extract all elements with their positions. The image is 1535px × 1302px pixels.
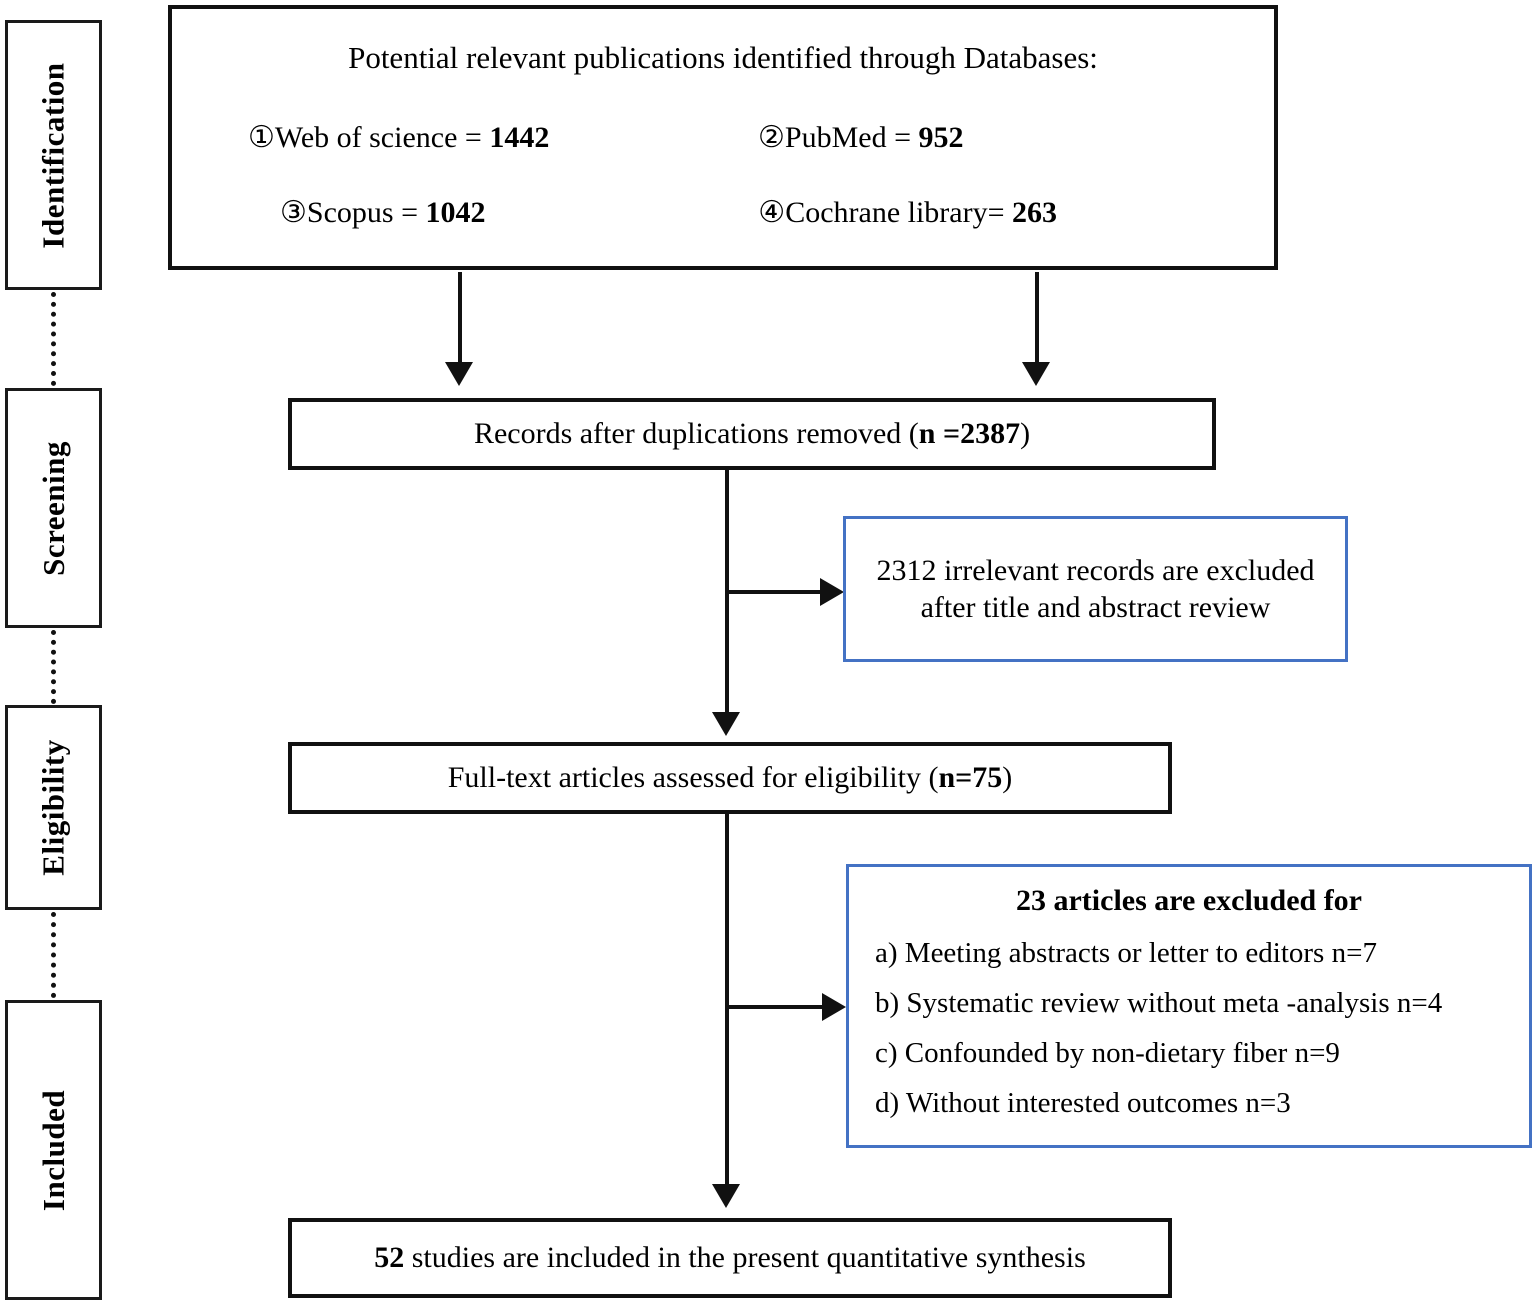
database-separator-1: = bbox=[886, 120, 919, 154]
included-studies-box: 52 studies are included in the present q… bbox=[288, 1218, 1172, 1298]
arrow-line-identification-left bbox=[458, 272, 462, 368]
database-name-cochrane-library: Cochrane library bbox=[785, 195, 988, 229]
circled-number-3-icon: ③ bbox=[280, 195, 307, 229]
database-row: ③Scopus = 1042 ④Cochrane library= 263 bbox=[206, 195, 1240, 230]
stage-box-included: Included bbox=[5, 1000, 102, 1300]
stage-connector-identification-screening bbox=[51, 292, 56, 386]
database-name-pubmed: PubMed bbox=[784, 120, 887, 154]
eligibility-excluded-header: 23 articles are excluded for bbox=[1015, 883, 1362, 917]
eligibility-excluded-reason-c: c) Confounded by non-dietary fiber n=9 bbox=[875, 1037, 1340, 1069]
database-separator-0: = bbox=[457, 120, 490, 154]
screening-excluded-records-box: 2312 irrelevant records are excluded aft… bbox=[843, 516, 1348, 662]
stage-box-identification: Identification bbox=[5, 20, 102, 290]
arrow-line-screening-excluded bbox=[727, 590, 827, 594]
included-studies-count: 52 bbox=[374, 1241, 405, 1275]
stage-label-screening: Screening bbox=[36, 440, 71, 576]
database-separator-3: = bbox=[987, 195, 1013, 229]
full-text-articles-box: Full-text articles assessed for eligibil… bbox=[288, 742, 1172, 814]
arrow-head-eligibility-trunk bbox=[712, 1184, 740, 1208]
database-count-scopus: 1042 bbox=[425, 195, 486, 229]
stage-label-eligibility: Eligibility bbox=[36, 739, 72, 876]
screening-excluded-line-1: 2312 irrelevant records are excluded bbox=[876, 553, 1315, 587]
database-count-web-of-science: 1442 bbox=[489, 120, 550, 154]
full-text-articles-text: Full-text articles assessed for eligibil… bbox=[447, 761, 1013, 795]
identification-results-box: Potential relevant publications identifi… bbox=[168, 5, 1278, 270]
stage-connector-screening-eligibility bbox=[51, 630, 56, 704]
stage-box-screening: Screening bbox=[5, 388, 102, 628]
database-count-pubmed: 952 bbox=[918, 120, 964, 154]
arrow-head-screening-excluded bbox=[820, 578, 844, 606]
database-row: ①Web of science = 1442 ②PubMed = 952 bbox=[206, 120, 1240, 155]
arrow-head-identification-right bbox=[1022, 362, 1050, 386]
database-entry-web-of-science: ①Web of science = 1442 bbox=[206, 120, 728, 155]
circled-number-2-icon: ② bbox=[758, 120, 785, 154]
eligibility-excluded-reason-d: d) Without interested outcomes n=3 bbox=[875, 1087, 1291, 1120]
circled-number-1-icon: ① bbox=[248, 120, 275, 154]
stage-label-included: Included bbox=[36, 1089, 72, 1211]
eligibility-excluded-articles-box: 23 articles are excluded for a) Meeting … bbox=[846, 864, 1532, 1148]
records-after-duplications-text: Records after duplications removed (n =2… bbox=[473, 417, 1031, 451]
arrow-line-screening-trunk bbox=[725, 470, 729, 724]
database-count-cochrane-library: 263 bbox=[1012, 195, 1058, 229]
database-name-web-of-science: Web of science bbox=[274, 120, 458, 154]
arrow-head-identification-left bbox=[445, 362, 473, 386]
stage-label-identification: Identification bbox=[36, 61, 71, 249]
database-name-scopus: Scopus bbox=[306, 195, 394, 229]
screening-excluded-line-2: after title and abstract review bbox=[920, 591, 1271, 624]
arrow-head-eligibility-excluded bbox=[822, 993, 846, 1021]
database-entry-scopus: ③Scopus = 1042 bbox=[206, 195, 728, 230]
identification-box-title: Potential relevant publications identifi… bbox=[348, 39, 1098, 75]
eligibility-excluded-reason-b: b) Systematic review without meta -analy… bbox=[875, 986, 1443, 1019]
arrow-line-identification-right bbox=[1035, 272, 1039, 368]
stage-connector-eligibility-included bbox=[51, 912, 56, 998]
stage-box-eligibility: Eligibility bbox=[5, 705, 102, 910]
records-after-duplications-box: Records after duplications removed (n =2… bbox=[288, 398, 1216, 470]
arrow-head-screening-trunk bbox=[712, 712, 740, 736]
arrow-line-eligibility-excluded bbox=[727, 1005, 829, 1009]
database-separator-2: = bbox=[393, 195, 426, 229]
included-studies-text: 52 studies are included in the present q… bbox=[374, 1241, 1086, 1275]
database-entry-pubmed: ②PubMed = 952 bbox=[728, 120, 1240, 155]
database-entry-cochrane-library: ④Cochrane library= 263 bbox=[728, 195, 1240, 230]
eligibility-excluded-reason-a: a) Meeting abstracts or letter to editor… bbox=[875, 936, 1377, 969]
circled-number-4-icon: ④ bbox=[758, 195, 786, 229]
